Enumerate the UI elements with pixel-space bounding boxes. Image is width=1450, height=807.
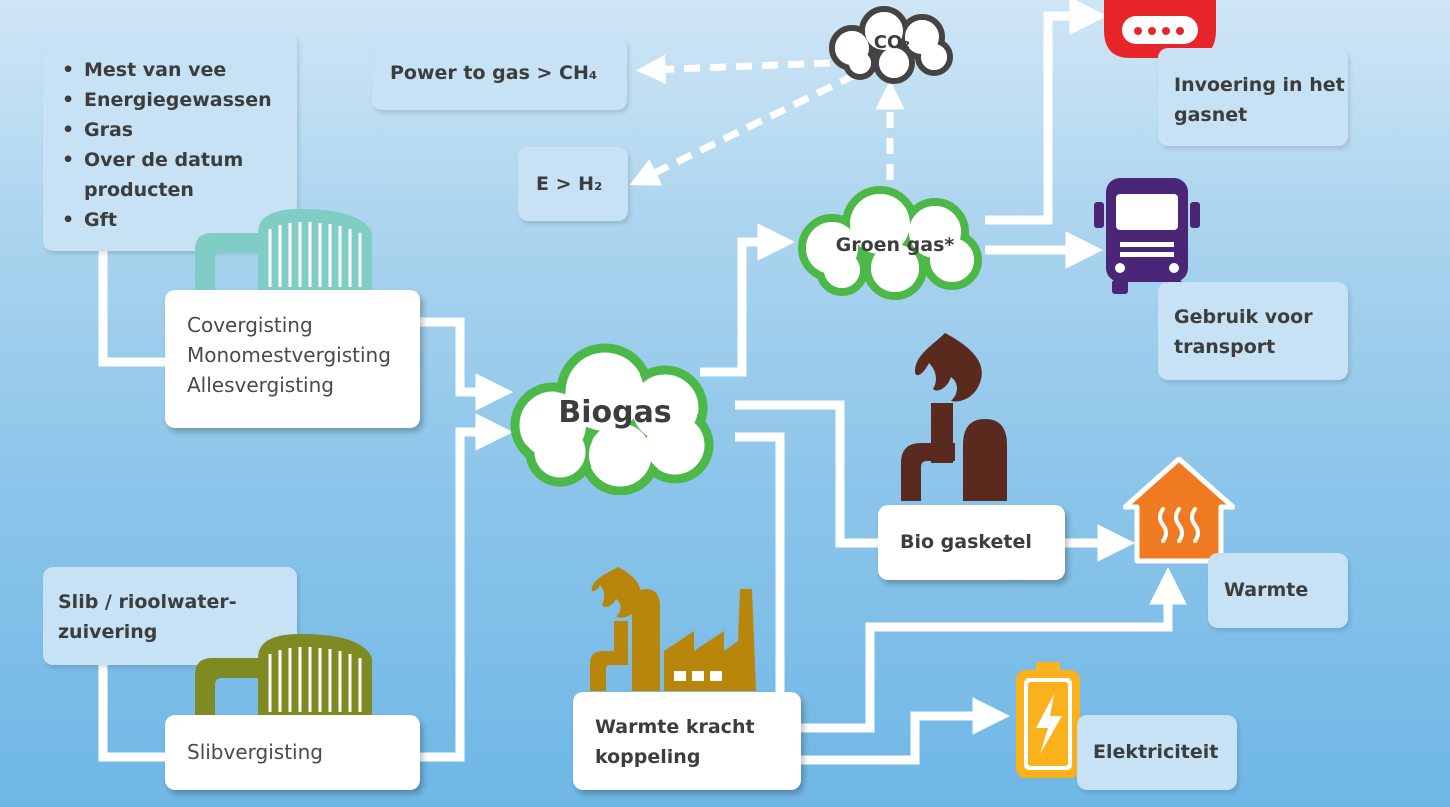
e-to-h2-box: E > H₂ <box>518 147 628 221</box>
bio-boiler-label: Bio gasketel <box>900 531 1032 553</box>
connector-feedstock-to-digester <box>98 250 170 367</box>
sludge-digester-icon <box>195 634 372 720</box>
feedstock-list: Mest van vee Energiegewassen Gras Over d… <box>58 55 287 235</box>
connector-chp-to-heat <box>800 566 1187 733</box>
e-to-h2-label: E > H₂ <box>536 173 603 195</box>
power-to-gas-label: Power to gas > CH₄ <box>390 62 598 84</box>
feedstock-item: Gft <box>58 205 287 235</box>
transport-label: Gebruik voor transport <box>1174 306 1313 358</box>
feedstock-item: Over de datum producten <box>58 145 287 205</box>
dashed-co2-to-e-h2 <box>629 71 857 186</box>
feedstock-item: Energiegewassen <box>58 85 287 115</box>
groen-gas-cloud-icon <box>798 186 982 300</box>
co2-label: CO₂ <box>873 32 911 53</box>
boiler-icon <box>901 333 1007 501</box>
electricity-box: Elektriciteit <box>1077 715 1237 790</box>
heat-box: Warmte <box>1208 553 1348 628</box>
sludge-digestion-box: Slibvergisting <box>165 715 420 790</box>
digester-icon <box>195 209 372 295</box>
biogas-label: Biogas <box>558 395 672 430</box>
gas-meter-icon <box>1104 0 1216 58</box>
gas-grid-label: Invoering in het gasnet <box>1174 74 1345 126</box>
sludge-source-box: Slib / rioolwater-zuivering <box>43 567 297 665</box>
feedstock-item: Gras <box>58 115 287 145</box>
feedstock-list-box: Mest van vee Energiegewassen Gras Over d… <box>43 33 297 251</box>
truck-icon <box>1094 178 1200 294</box>
connector-digester-to-biogas <box>418 317 514 411</box>
battery-icon <box>1016 662 1080 778</box>
sludge-digestion-label: Slibvergisting <box>187 740 323 764</box>
connector-sludge-source-to-digester <box>98 664 170 762</box>
electricity-label: Elektriciteit <box>1093 741 1219 763</box>
heat-label: Warmte <box>1224 579 1309 601</box>
connector-biogas-to-boiler <box>735 400 880 548</box>
connector-chp-to-electricity <box>800 697 1011 765</box>
co2-cloud-icon <box>829 6 953 84</box>
feedstock-item: Mest van vee <box>58 55 287 85</box>
groen-gas-label: Groen gas* <box>835 234 955 256</box>
sludge-source-label: Slib / rioolwater-zuivering <box>58 591 237 643</box>
connector-groengas-to-gasgrid <box>985 0 1108 225</box>
heat-house-icon <box>1123 457 1235 564</box>
chp-label: Warmte kracht koppeling <box>595 716 755 768</box>
connector-biogas-to-groengas <box>700 223 796 377</box>
biogas-cloud-icon <box>510 343 714 495</box>
dashed-co2-to-power-to-gas <box>636 54 831 85</box>
gas-grid-box: Invoering in het gasnet <box>1158 48 1348 146</box>
power-to-gas-box: Power to gas > CH₄ <box>372 36 627 110</box>
digestion-type-label: Monomestvergisting <box>187 343 391 367</box>
chp-box: Warmte kracht koppeling <box>573 692 801 790</box>
transport-box: Gebruik voor transport <box>1158 282 1348 380</box>
digestion-type-label: Allesvergisting <box>187 373 334 397</box>
connector-sludge-to-biogas <box>418 413 514 762</box>
chp-factory-icon <box>590 567 756 691</box>
digestion-box: Covergisting Monomestvergisting Allesver… <box>165 290 420 428</box>
bio-boiler-box: Bio gasketel <box>878 505 1065 580</box>
connector-biogas-to-chp <box>735 432 785 700</box>
digestion-type-label: Covergisting <box>187 313 313 337</box>
